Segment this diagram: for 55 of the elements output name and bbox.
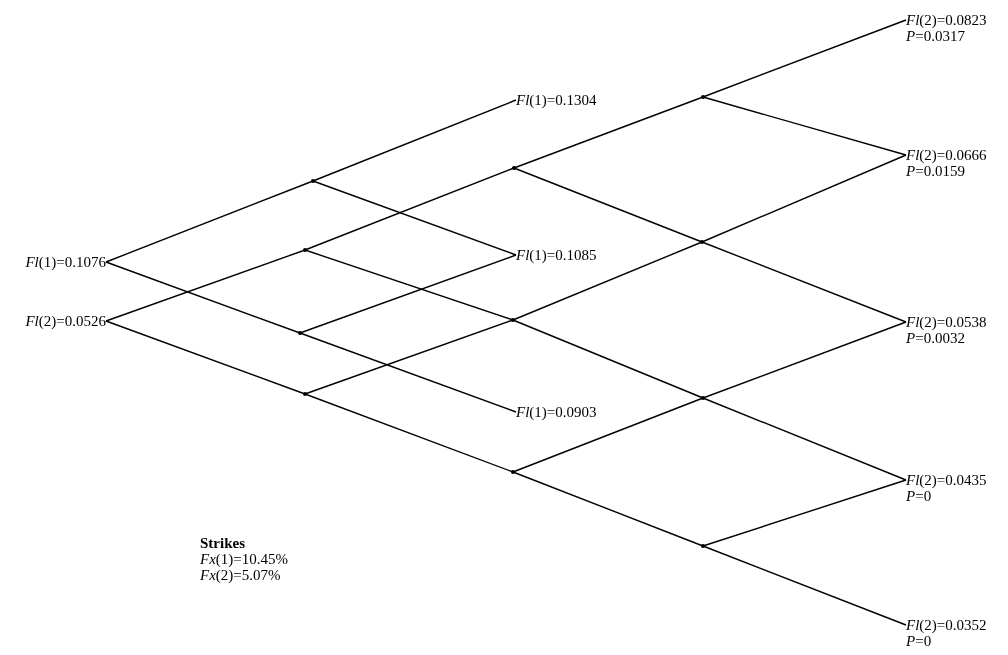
probability-value: P=0.0032	[906, 330, 966, 346]
probability-value: P=0.0317	[906, 28, 966, 44]
branch-point	[311, 179, 315, 183]
rate-value: Fl(1)=0.1304	[516, 92, 597, 108]
branch-point	[511, 318, 515, 322]
branch-point	[701, 95, 705, 99]
strike-value: Fx(2)=5.07%	[200, 567, 281, 583]
branch-line	[513, 96, 704, 169]
strike-value: Fx(1)=10.45%	[200, 551, 289, 567]
probability-value: P=0	[906, 633, 933, 649]
probability-value: P=0.0159	[906, 163, 966, 179]
branch-line	[105, 249, 306, 322]
rate-value: Fl(2)=0.0435	[906, 472, 987, 488]
branch-line	[304, 319, 514, 395]
rate-value: Fl(2)=0.0352	[906, 617, 987, 633]
branch-line	[105, 320, 306, 395]
branch-line	[512, 241, 703, 321]
branch-point	[303, 248, 307, 252]
rate-value: Fl(2)=0.0666	[906, 147, 987, 163]
branch-point	[298, 331, 302, 335]
branch-line	[312, 99, 517, 182]
probability-value: P=0	[906, 488, 933, 504]
branch-point	[701, 544, 705, 548]
branch-line	[513, 167, 703, 243]
branch-line	[701, 241, 907, 323]
branch-point	[511, 470, 515, 474]
branch-line	[304, 249, 514, 321]
branch-line	[105, 180, 314, 263]
branch-line	[304, 167, 515, 251]
branch-line	[304, 393, 514, 473]
branch-line	[299, 332, 517, 413]
rate-value: Fl(1)=0.1076	[25, 254, 106, 270]
branch-line	[702, 397, 907, 481]
branch-line	[702, 96, 907, 156]
rate-value: Fl(1)=0.1085	[516, 247, 597, 263]
branch-line	[702, 19, 907, 98]
rate-value: Fl(1)=0.0903	[516, 404, 597, 420]
branch-line	[702, 321, 907, 399]
branch-line	[299, 254, 517, 334]
branch-line	[701, 154, 907, 243]
branch-line	[702, 545, 907, 626]
branch-line	[312, 180, 517, 256]
rate-value: Fl(2)=0.0538	[906, 314, 987, 330]
branch-line	[105, 261, 301, 334]
branch-point	[701, 396, 705, 400]
branch-point	[303, 392, 307, 396]
branch-line	[512, 397, 704, 473]
branch-line	[512, 471, 704, 547]
branch-line	[512, 319, 704, 399]
rate-value: Fl(2)=0.0526	[25, 313, 106, 329]
branch-line	[702, 479, 907, 547]
rate-value: Fl(2)=0.0823	[906, 12, 987, 28]
branch-point	[512, 166, 516, 170]
branch-point	[700, 240, 704, 244]
legend-heading: Strikes	[200, 535, 245, 551]
